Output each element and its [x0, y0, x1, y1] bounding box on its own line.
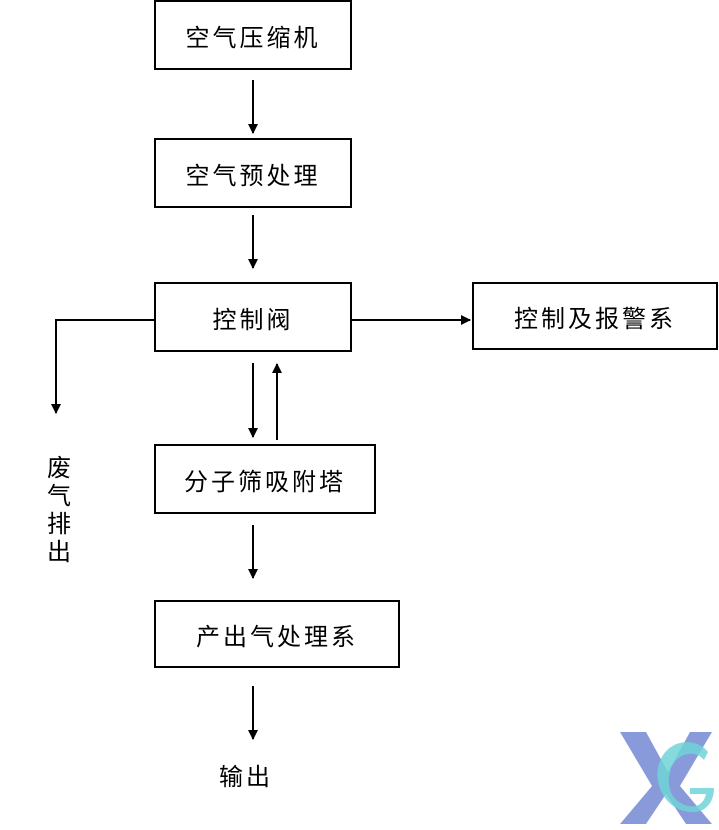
node-air-pretreatment-label: 空气预处理 [185, 161, 321, 190]
node-control-alarm-system: 控制及报警系 [472, 282, 718, 350]
arrow-valve-to-exhaust [51, 319, 154, 414]
node-output-gas-treatment-label: 产出气处理系 [196, 622, 358, 651]
node-air-compressor-label: 空气压缩机 [185, 23, 321, 52]
node-output-gas-treatment: 产出气处理系 [154, 600, 400, 668]
node-control-alarm-system-label: 控制及报警系 [514, 304, 676, 333]
node-molecular-sieve-tower-label: 分子筛吸附塔 [184, 467, 346, 496]
node-control-valve-label: 控制阀 [212, 305, 294, 334]
node-molecular-sieve-tower: 分子筛吸附塔 [154, 444, 376, 514]
node-control-valve: 控制阀 [154, 282, 352, 352]
node-air-compressor: 空气压缩机 [154, 0, 352, 70]
exhaust-label: 废气排出 [47, 454, 71, 566]
xg-logo [620, 732, 714, 824]
node-air-pretreatment: 空气预处理 [154, 138, 352, 208]
output-label: 输出 [219, 763, 273, 791]
